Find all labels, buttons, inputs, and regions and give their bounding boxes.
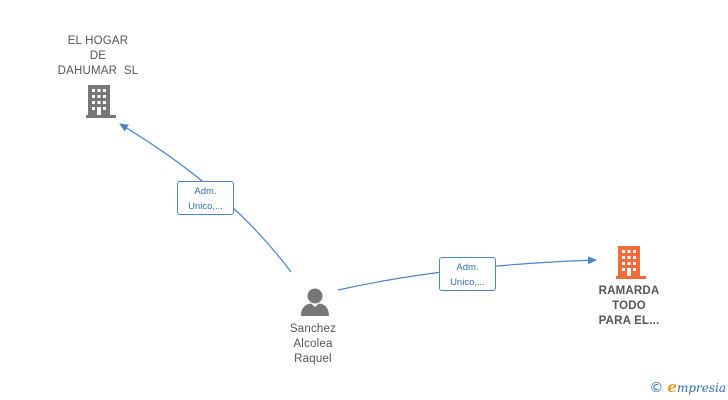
building-icon[interactable] [616, 246, 646, 279]
person-name-line: Sanchez [289, 323, 337, 335]
company-b-name-line: RAMARDA [598, 285, 660, 297]
brand-name: mpresia [676, 381, 726, 395]
edge-label-line: Unico,... [188, 201, 223, 212]
company-a-name-line: DE [89, 50, 107, 62]
company-a-label[interactable]: EL HOGAR DE DAHUMAR SL [48, 34, 148, 79]
company-b-name-line: TODO [612, 300, 646, 312]
person-icon[interactable] [301, 288, 329, 317]
edge-label-line: Unico,... [450, 277, 485, 288]
edge-label-line: Adm. [456, 262, 479, 273]
copyright-symbol: © [649, 380, 664, 396]
person-name-line: Raquel [294, 353, 332, 365]
empresia-watermark[interactable]: ©empresia [649, 378, 726, 396]
company-a-name-line: EL HOGAR [67, 35, 129, 47]
building-icon[interactable] [86, 85, 116, 118]
person-name-line: Alcolea [293, 338, 333, 350]
company-b-label[interactable]: RAMARDA TODO PARA EL... [584, 284, 674, 329]
edge-label-company-b[interactable]: Adm. Unico,... [439, 257, 496, 291]
company-b-name-line: PARA EL... [598, 315, 660, 327]
edge-label-line: Adm. [194, 186, 217, 197]
company-a-name-line: DAHUMAR SL [57, 65, 139, 77]
person-label[interactable]: Sanchez Alcolea Raquel [268, 322, 358, 367]
brand-initial: e [667, 378, 677, 396]
edge-label-company-a[interactable]: Adm. Unico,... [177, 181, 234, 215]
